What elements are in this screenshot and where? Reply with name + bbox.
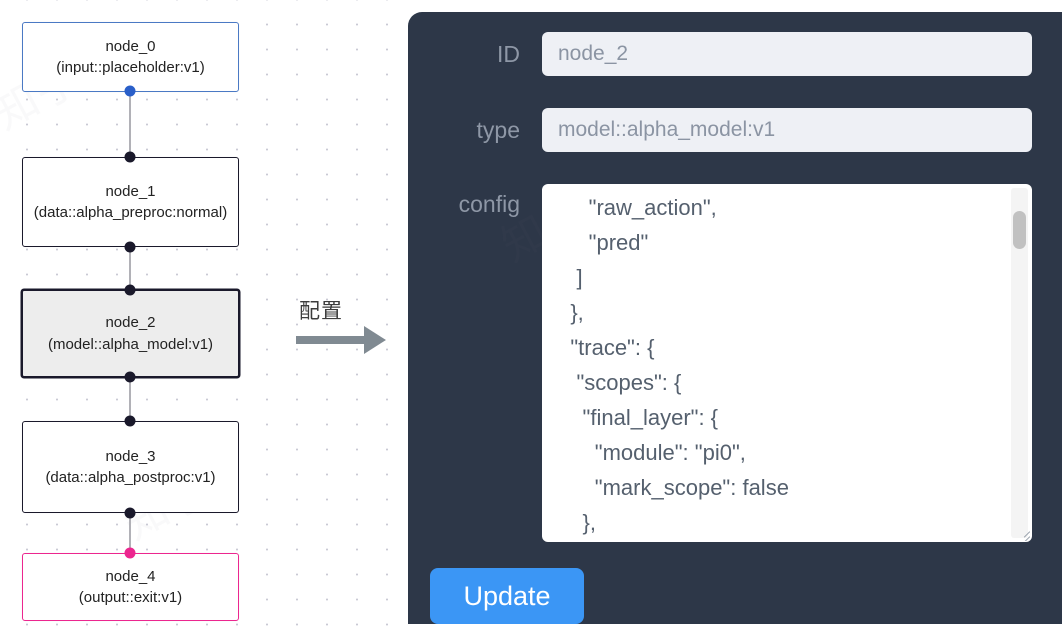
config-field-label: config bbox=[458, 191, 520, 217]
graph-node-label: node_2(model::alpha_model:v1) bbox=[47, 314, 214, 353]
graph-node-node_0[interactable]: node_0(input::placeholder:v1) bbox=[22, 22, 239, 92]
arrow-shaft bbox=[296, 336, 368, 344]
edge-0-1 bbox=[129, 90, 131, 158]
node-handle-source-node_2[interactable] bbox=[124, 371, 136, 383]
node-handle-target-node_1[interactable] bbox=[124, 151, 136, 163]
id-input[interactable] bbox=[542, 32, 1032, 76]
node-handle-target-node_3[interactable] bbox=[124, 415, 136, 427]
node-inspector-panel: 知乎 知乎 ID type config "raw_action", "pred… bbox=[408, 12, 1062, 624]
node-handle-source-node_0[interactable] bbox=[124, 85, 136, 97]
flow-canvas[interactable]: 知乎 知乎 node_0(input::placeholder:v1) node… bbox=[0, 0, 408, 643]
edge-2-3 bbox=[129, 376, 131, 420]
graph-node-node_2[interactable]: node_2(model::alpha_model:v1) bbox=[21, 289, 240, 378]
resize-handle-icon[interactable] bbox=[1012, 523, 1030, 541]
update-button[interactable]: Update bbox=[430, 568, 584, 624]
graph-node-label: node_0(input::placeholder:v1) bbox=[56, 37, 205, 76]
config-scrollbar-thumb[interactable] bbox=[1013, 211, 1026, 249]
arrow-head-icon bbox=[364, 326, 386, 354]
node-handle-target-node_2[interactable] bbox=[124, 284, 136, 296]
transition-arrow-group: 配置 bbox=[296, 295, 396, 365]
id-field-label: ID bbox=[497, 41, 520, 67]
edge-1-2 bbox=[129, 246, 131, 296]
config-textarea[interactable]: "raw_action", "pred" ] }, "trace": { "sc… bbox=[542, 184, 1032, 542]
graph-node-label: node_3(data::alpha_postproc:v1) bbox=[45, 447, 216, 486]
type-field-label: type bbox=[476, 117, 520, 143]
graph-node-node_3[interactable]: node_3(data::alpha_postproc:v1) bbox=[22, 421, 239, 513]
config-editor-wrapper: "raw_action", "pred" ] }, "trace": { "sc… bbox=[542, 184, 1032, 542]
graph-node-label: node_1(data::alpha_preproc:normal) bbox=[33, 182, 228, 221]
graph-node-label: node_4(output::exit:v1) bbox=[78, 567, 183, 606]
graph-node-node_4[interactable]: node_4(output::exit:v1) bbox=[22, 553, 239, 621]
edge-3-4 bbox=[129, 512, 131, 552]
field-row-config: config "raw_action", "pred" ] }, "trace"… bbox=[430, 184, 1062, 542]
transition-label: 配置 bbox=[299, 299, 343, 323]
type-input[interactable] bbox=[542, 108, 1032, 152]
field-row-id: ID bbox=[430, 32, 1062, 76]
config-scrollbar-track[interactable] bbox=[1011, 188, 1028, 538]
node-handle-source-node_1[interactable] bbox=[124, 241, 136, 253]
field-row-type: type bbox=[430, 108, 1062, 152]
graph-node-node_1[interactable]: node_1(data::alpha_preproc:normal) bbox=[22, 157, 239, 247]
node-handle-target-node_4[interactable] bbox=[124, 547, 136, 559]
node-handle-source-node_3[interactable] bbox=[124, 507, 136, 519]
